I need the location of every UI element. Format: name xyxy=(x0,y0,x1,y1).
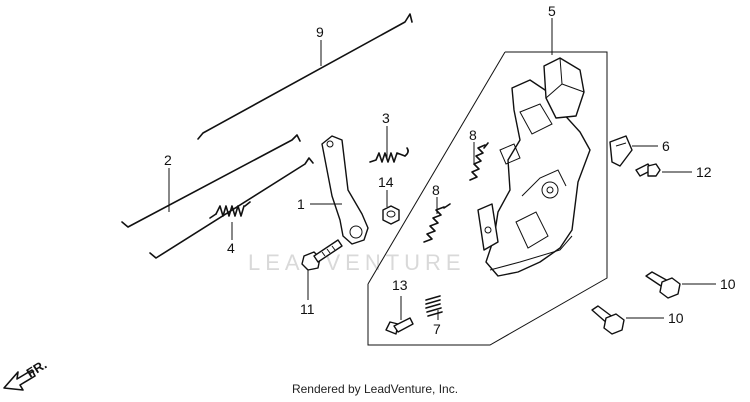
rod-part-9 xyxy=(197,13,413,140)
control-bracket-part-5 xyxy=(477,57,591,277)
callout-9: 9 xyxy=(316,24,324,40)
rod-part-2-lower xyxy=(149,157,314,259)
bolt-part-10-lower xyxy=(591,305,625,335)
nut-part-14 xyxy=(382,205,400,225)
callout-10-upper: 10 xyxy=(720,276,736,292)
spring-part-8-upper xyxy=(469,142,489,181)
callout-10-lower: 10 xyxy=(668,310,684,326)
callout-6: 6 xyxy=(662,138,670,154)
footer-credit: Rendered by LeadVenture, Inc. xyxy=(291,382,459,396)
screw-part-12 xyxy=(635,163,661,177)
spring-part-7 xyxy=(425,295,443,317)
callout-8-upper: 8 xyxy=(469,127,477,143)
callout-1: 1 xyxy=(297,196,305,212)
assembly-outline xyxy=(367,51,608,346)
spring-part-3 xyxy=(369,147,409,163)
spring-part-4 xyxy=(209,201,251,219)
lever-part-1 xyxy=(321,135,369,245)
callout-7: 7 xyxy=(433,321,441,337)
bolt-part-11 xyxy=(301,239,343,271)
bolt-part-13 xyxy=(385,317,414,335)
rod-part-2-upper xyxy=(121,134,301,228)
bolt-part-10-upper xyxy=(645,271,681,299)
callout-13: 13 xyxy=(392,277,408,293)
callout-8-lower: 8 xyxy=(432,182,440,198)
callout-14: 14 xyxy=(378,174,394,190)
callout-12: 12 xyxy=(696,164,712,180)
callout-3: 3 xyxy=(382,110,390,126)
callout-5: 5 xyxy=(548,3,556,19)
watermark-text: LEADVENTURE xyxy=(248,250,466,275)
spring-part-8-lower xyxy=(423,203,451,243)
arrow-icon xyxy=(3,369,36,391)
callout-11: 11 xyxy=(300,301,315,317)
callout-4: 4 xyxy=(227,240,235,256)
clip-part-6 xyxy=(609,135,633,167)
callout-2: 2 xyxy=(164,152,172,168)
